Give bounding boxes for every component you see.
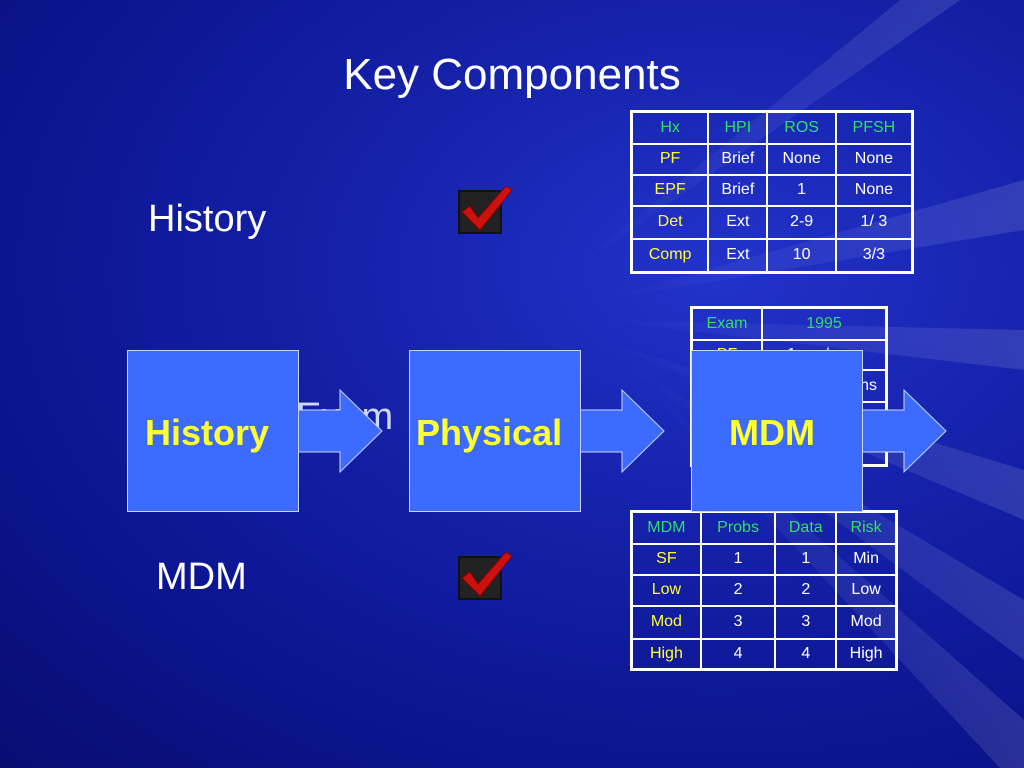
table-header: HPI <box>707 110 769 145</box>
table-cell: 3 <box>699 604 777 640</box>
mdm-table: MDM Probs Data Risk SF 1 1 Min Low 2 2 L… <box>630 510 898 671</box>
slide-title: Key Components <box>343 50 681 99</box>
table-cell: None <box>834 142 914 176</box>
table-header: 1995 <box>761 306 888 341</box>
table-cell: 4 <box>699 637 777 671</box>
table-cell: 4 <box>774 637 838 671</box>
table-cell: 1 <box>766 173 837 207</box>
table-cell: Brief <box>707 173 769 207</box>
table-cell: Comp <box>630 237 710 274</box>
table-cell: Low <box>835 573 898 607</box>
table-cell: Ext <box>707 237 769 274</box>
history-box <box>127 350 299 512</box>
table-cell: 2 <box>774 573 838 607</box>
mdm-box <box>691 350 863 512</box>
table-cell: 10 <box>766 237 837 274</box>
mdm-checkbox <box>458 551 513 600</box>
table-cell: High <box>835 637 898 671</box>
physical-box-label: Physical <box>416 412 563 453</box>
table-cell: EPF <box>630 173 710 207</box>
table-header: MDM <box>630 510 702 545</box>
arrow-right-icon <box>860 388 947 474</box>
history-label: History <box>148 198 267 240</box>
table-header: Data <box>774 510 838 545</box>
table-cell: 1/ 3 <box>834 204 914 240</box>
table-cell: Brief <box>707 142 769 176</box>
arrow-right-icon <box>296 388 383 474</box>
table-cell: Mod <box>835 604 898 640</box>
history-checkbox <box>458 185 513 234</box>
arrow-right-icon <box>578 388 665 474</box>
checkmark-icon <box>461 185 513 231</box>
table-header: Hx <box>630 110 710 145</box>
table-cell: 1 <box>699 542 777 576</box>
table-header: Risk <box>835 510 898 545</box>
table-cell: None <box>834 173 914 207</box>
table-cell: PF <box>630 142 710 176</box>
table-cell: 2 <box>699 573 777 607</box>
history-table: Hx HPI ROS PFSH PF Brief None None EPF B… <box>630 110 914 274</box>
mdm-box-label: MDM <box>729 412 815 453</box>
table-cell: 3/3 <box>834 237 914 274</box>
table-cell: 1 <box>774 542 838 576</box>
table-cell: Det <box>630 204 710 240</box>
table-header: ROS <box>766 110 837 145</box>
table-header: Probs <box>699 510 777 545</box>
table-cell: Ext <box>707 204 769 240</box>
table-cell: Mod <box>630 604 702 640</box>
mdm-label: MDM <box>156 556 247 598</box>
history-box-label: History <box>145 412 270 453</box>
table-cell: Low <box>630 573 702 607</box>
table-cell: 3 <box>774 604 838 640</box>
table-cell: None <box>766 142 837 176</box>
table-cell: High <box>630 637 702 671</box>
table-cell: SF <box>630 542 702 576</box>
table-cell: 2-9 <box>766 204 837 240</box>
table-header: Exam <box>690 306 763 341</box>
physical-box <box>409 350 581 512</box>
checkmark-icon <box>461 551 513 597</box>
table-cell: Min <box>835 542 898 576</box>
table-header: PFSH <box>834 110 914 145</box>
